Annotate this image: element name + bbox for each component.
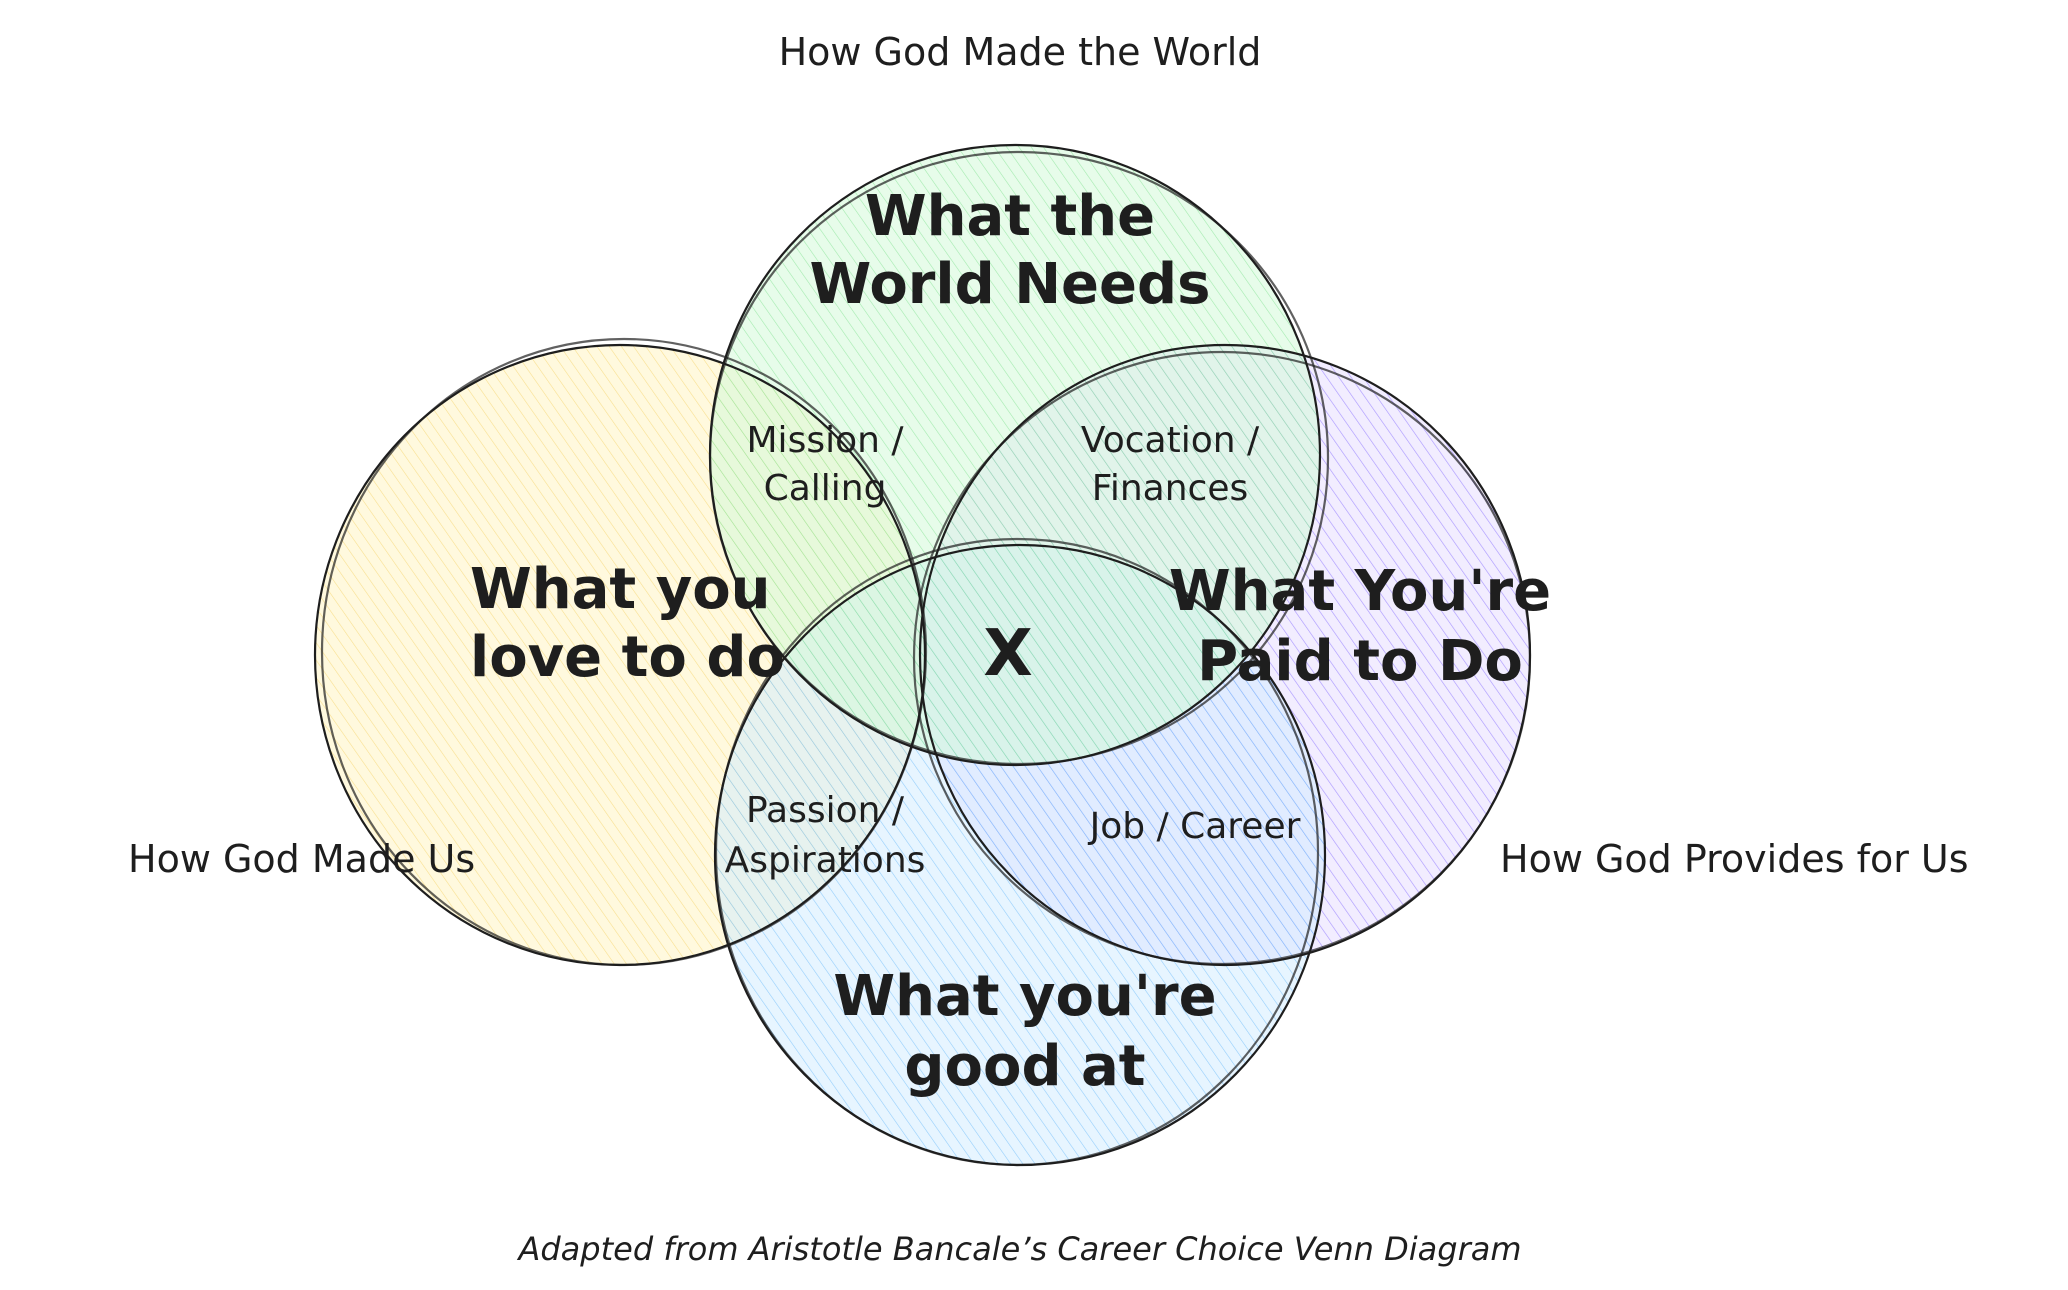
circle-world-label-line1: What the — [865, 184, 1155, 249]
overlap-mission-line2: Calling — [764, 468, 887, 509]
circle-world-label-line2: World Needs — [810, 252, 1211, 317]
circle-outlines — [313, 143, 1532, 1167]
diagram-title: How God Made the World — [779, 30, 1262, 74]
overlap-passion-line2: Aspirations — [725, 840, 926, 881]
circle-good-label-line1: What you're — [833, 964, 1216, 1029]
diagram-caption: Adapted from Aristotle Bancale’s Career … — [516, 1230, 1521, 1268]
overlap-mission-line1: Mission / — [747, 420, 905, 461]
overlap-vocation-line1: Vocation / — [1081, 420, 1260, 461]
circle-love-label-line2: love to do — [470, 625, 785, 690]
overlap-vocation-line2: Finances — [1092, 468, 1248, 509]
side-label-right: How God Provides for Us — [1500, 837, 1969, 881]
circle-good-label-line2: good at — [904, 1034, 1145, 1099]
overlap-passion-line1: Passion / — [746, 790, 905, 831]
circle-paid-label-line2: Paid to Do — [1197, 629, 1523, 694]
overlap-job-label: Job / Career — [1088, 806, 1301, 847]
circle-love-label-line1: What you — [470, 557, 771, 622]
circle-paid-label-line1: What You're — [1169, 559, 1551, 624]
side-label-left: How God Made Us — [128, 837, 475, 881]
circle-fills — [315, 145, 1530, 1165]
center-x-mark: X — [983, 617, 1032, 691]
